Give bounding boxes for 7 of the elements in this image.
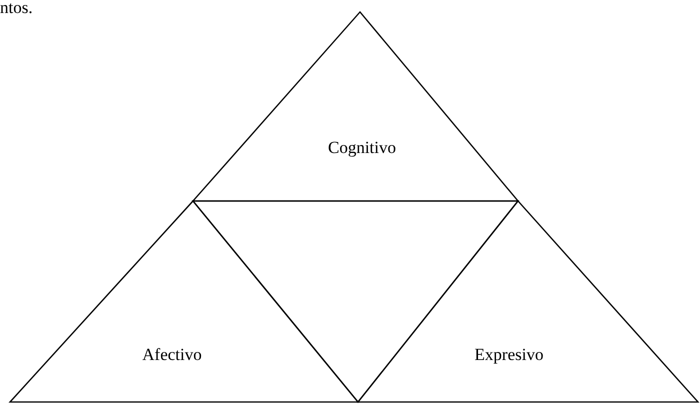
section-label: Cognitivo: [328, 138, 396, 158]
text-fragment: ntos.: [0, 0, 33, 18]
section-label: Expresivo: [474, 345, 544, 365]
triangle-section: [193, 12, 518, 201]
section-label: Afectivo: [142, 345, 202, 365]
triangle-section: [358, 201, 698, 402]
triangle-section: [10, 201, 358, 402]
